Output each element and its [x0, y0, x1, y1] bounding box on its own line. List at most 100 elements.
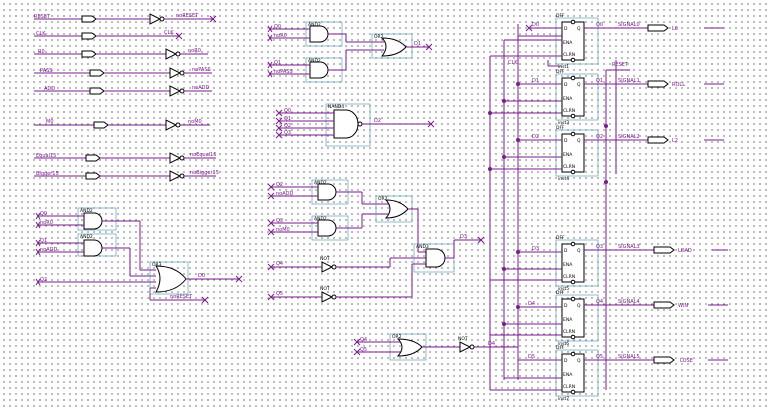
dff-2-d: D2 — [532, 134, 539, 140]
svg-text:Q: Q — [577, 82, 581, 88]
output-wire-l0: SIGNAL0 — [618, 22, 640, 28]
dff-3-inst: inst5 — [558, 286, 569, 292]
sig-label-ml-5: Q4 — [276, 261, 283, 267]
gate-label-not1: NOT — [320, 256, 330, 262]
gate-label-not2: NOT — [320, 286, 330, 292]
dff-5-d: D5 — [528, 354, 535, 360]
logic-block-left[interactable]: AND2 Q0 noR0 AND2 Q1 noADD Q2 noRESET OR… — [35, 207, 243, 304]
svg-text:CLRN: CLRN — [563, 384, 575, 390]
output-label-l0: L0 — [672, 26, 678, 32]
svg-text:ENA: ENA — [563, 262, 573, 268]
input-pin-clk[interactable]: CLK CLK — [34, 30, 183, 40]
sig-label-left-reset: noRESET — [170, 294, 193, 300]
sig-label-nand-d2: D2 — [374, 118, 381, 124]
output-label-load: LOAD — [678, 248, 692, 254]
output-lose[interactable]: SIGNAL5 LOSE — [618, 354, 728, 364]
sig-label-left-4: noADD — [40, 247, 57, 253]
output-l2[interactable]: SIGNAL2 L2 — [618, 134, 724, 144]
dff-0-q: Q0 — [596, 22, 603, 28]
sig-label-nand-2: Q1 — [284, 116, 291, 122]
input-pin-r0[interactable]: R0 noR0 — [34, 48, 208, 60]
dff-2-name: DFF — [556, 125, 565, 131]
svg-text:CLRN: CLRN — [563, 108, 575, 114]
output-roll[interactable]: SIGNAL1 ROLL — [618, 78, 724, 88]
sig-label-mb-2: Q5 — [360, 347, 367, 353]
input-pin-reset[interactable]: RESET — [34, 14, 150, 23]
input-pin-pass[interactable]: PASS noPASS — [34, 67, 212, 79]
svg-text:ENA: ENA — [563, 40, 573, 46]
dff-2-inst: inst4 — [558, 176, 569, 182]
sig-label-ml-1: Q2 — [276, 182, 283, 188]
output-wire-win: SIGNAL4 — [618, 299, 640, 305]
svg-text:D: D — [564, 138, 568, 144]
gate-label-and2: AND2 — [308, 58, 321, 64]
sig-label-left-3: Q1 — [40, 238, 47, 244]
not-gate-reset[interactable]: noRESET — [149, 13, 217, 25]
svg-text:ENA: ENA — [563, 152, 573, 158]
sig-label-left-d0: D0 — [198, 273, 205, 279]
svg-text:CLRN: CLRN — [563, 329, 575, 335]
dff-1-inst: inst3 — [558, 120, 569, 126]
sig-label-ml-6: Q5 — [276, 291, 283, 297]
logic-block-nand[interactable]: NAND4 Q0 Q1 Q2 Q3 D2 — [275, 103, 435, 147]
gate-label-and7: AND2 — [80, 208, 93, 214]
logic-block-mid-bottom[interactable]: OR2 Q4 Q5 NOT D4 — [353, 333, 506, 361]
dff-3-d: D3 — [532, 246, 539, 252]
wire-label-bigger15: noBigger15 — [190, 170, 219, 176]
dff-5-inst: inst7 — [558, 396, 569, 402]
sig-label-mid-1: Q0 — [274, 24, 281, 30]
input-pin-equal15[interactable]: Equal15 noEqual15 — [34, 152, 217, 164]
flipflop-bus — [488, 24, 617, 390]
gate-label-or1: OR2 — [374, 34, 384, 40]
sig-label-left-5: Q2 — [40, 277, 47, 283]
output-load[interactable]: SIGNAL3 LOAD — [618, 244, 728, 254]
dff-4-inst: inst6 — [558, 341, 569, 347]
output-win[interactable]: SIGNAL4 WIN — [618, 299, 728, 309]
pin-label-add: ADD — [44, 86, 55, 92]
svg-text:CLRN: CLRN — [563, 164, 575, 170]
sig-label-left-1: Q0 — [40, 211, 47, 217]
sig-label-ml-2: noADD — [276, 191, 293, 197]
dff-2-q: Q2 — [596, 134, 603, 140]
svg-text:ENA: ENA — [563, 372, 573, 378]
dff-0-clk: CLK — [508, 60, 518, 66]
gate-label-and9: AND3 — [416, 244, 429, 250]
gate-label-and8: AND2 — [80, 234, 93, 240]
pin-label-m: M0 — [46, 119, 54, 125]
dff-3-q: Q3 — [596, 244, 603, 250]
svg-text:D: D — [564, 26, 568, 32]
svg-text:ENA: ENA — [563, 96, 573, 102]
input-pin-add[interactable]: ADD noADD — [34, 85, 212, 97]
output-l0[interactable]: SIGNAL0 L0 — [618, 22, 724, 32]
pin-label-equal15: Equal15 — [36, 153, 56, 159]
input-pin-m[interactable]: M0 noM0 — [34, 119, 210, 131]
svg-text:Q: Q — [577, 303, 581, 309]
logic-block-mid-lower[interactable]: AND2 Q2 noADD AND2 Q3 noM0 OR2 Q4 — [267, 179, 485, 303]
wire-label-reset: noRESET — [176, 13, 199, 19]
wire-label-equal15: noEqual15 — [190, 152, 217, 158]
wire-label-add: noADD — [192, 85, 209, 91]
dff-1-q: Q1 — [596, 78, 603, 84]
output-label-win: WIN — [678, 303, 688, 309]
output-wire-roll: SIGNAL1 — [618, 78, 640, 84]
gate-label-or2: OR2 — [378, 196, 388, 202]
sig-label-ml-4: noM0 — [276, 227, 290, 233]
dff-4-d: D4 — [528, 301, 535, 307]
svg-text:D: D — [564, 248, 568, 254]
logic-block-mid-top[interactable]: AND2 Q0 noR0 AND2 Q1 noPASS OR2 D1 — [267, 21, 433, 83]
svg-text:Q: Q — [577, 248, 581, 254]
gate-label-and1: AND2 — [308, 22, 321, 28]
dff-0-inst: inst1 — [558, 64, 569, 70]
gate-label-or3: OR3 — [152, 262, 162, 268]
input-pin-bigger15[interactable]: Bigger15 noBigger15 — [34, 170, 219, 182]
wire-label-clk: CLK — [164, 30, 174, 36]
gate-label-and5: AND2 — [314, 180, 327, 186]
dff-5-name: DFF — [556, 345, 565, 351]
